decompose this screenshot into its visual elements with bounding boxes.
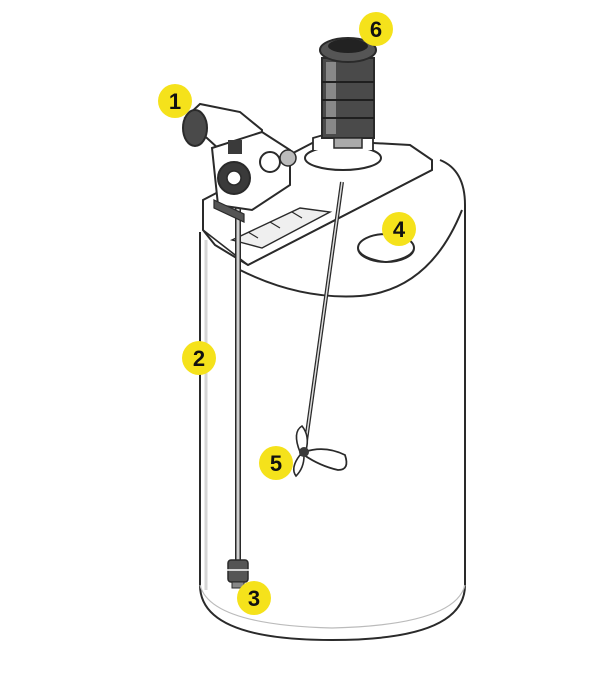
callout-6: 6 — [359, 12, 393, 46]
callout-label: 2 — [193, 346, 205, 371]
callout-2: 2 — [182, 341, 216, 375]
tank — [199, 159, 466, 642]
callout-circle — [359, 12, 393, 46]
callout-label: 1 — [169, 89, 181, 114]
callout-label: 5 — [270, 451, 282, 476]
callout-label: 3 — [248, 586, 260, 611]
callout-circle — [382, 212, 416, 246]
metering-pump — [182, 102, 297, 223]
callout-label: 4 — [393, 217, 406, 242]
mixer-propeller — [292, 424, 348, 478]
callout-circle — [237, 581, 271, 615]
callout-circle — [259, 446, 293, 480]
callout-3: 3 — [237, 581, 271, 615]
callout-4: 4 — [382, 212, 416, 246]
callout-5: 5 — [259, 446, 293, 480]
tank-bottom-edge — [199, 584, 466, 629]
tank-body — [199, 159, 466, 642]
callout-1: 1 — [158, 84, 192, 118]
callout-circle — [182, 341, 216, 375]
tank-top-edge — [239, 209, 463, 298]
mixer-shaft — [303, 181, 344, 449]
mixer-motor — [304, 37, 382, 171]
callout-circle — [158, 84, 192, 118]
callout-label: 6 — [370, 17, 382, 42]
